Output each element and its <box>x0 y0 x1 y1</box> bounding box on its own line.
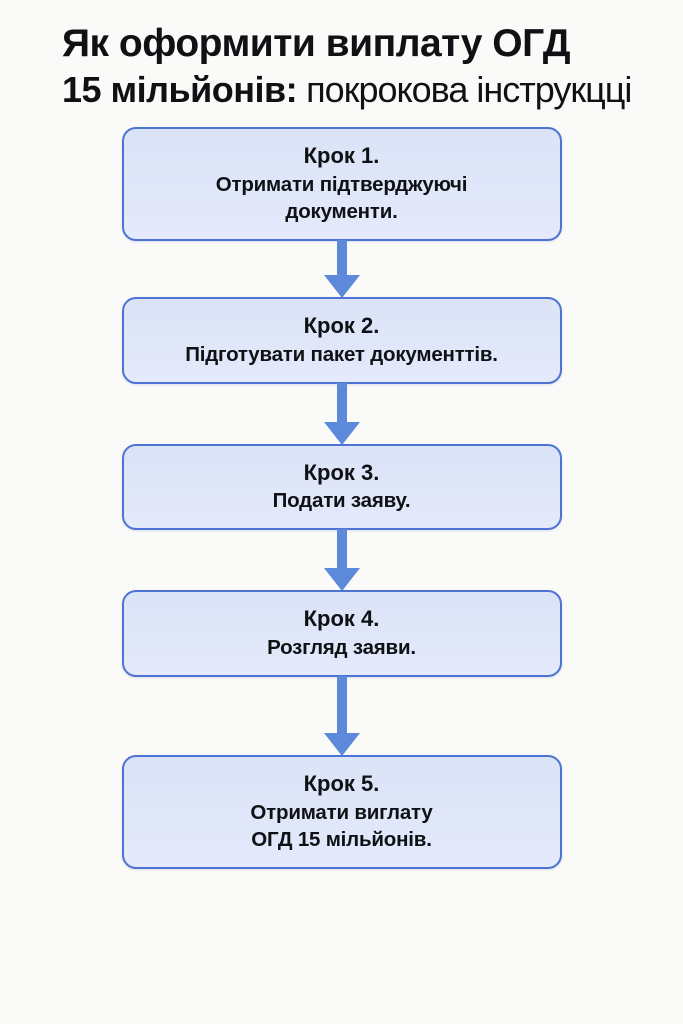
step-body: Подати заяву. <box>272 489 411 513</box>
title-line2: 15 мільйонів: покрокова інструкцці <box>62 68 653 112</box>
step-box-3: Крок 3. Подати заяву. <box>121 443 562 531</box>
down-arrow-icon <box>323 240 360 299</box>
step-heading: Крок 5. <box>303 771 380 797</box>
down-arrow-icon <box>323 529 360 592</box>
step-body: Підготувати пакет документтів. <box>185 342 498 366</box>
step-heading: Крок 2. <box>303 313 380 339</box>
page-title: Як оформити виплату ОГД 15 мільйонів: по… <box>0 0 683 111</box>
title-line2-bold: 15 мільйонів: <box>62 68 298 110</box>
down-arrow-icon <box>323 676 360 757</box>
step-body: Отримати виглату ОГД 15 мільйонів. <box>250 800 433 851</box>
step-box-4: Крок 4. Розгляд заяви. <box>121 590 562 678</box>
step-heading: Крок 3. <box>303 459 380 485</box>
flowchart: Крок 1. Отримати підтверджуючі документи… <box>0 127 683 869</box>
step-body: Розгляд заяви. <box>267 636 416 660</box>
step-heading: Крок 4. <box>303 606 380 632</box>
step-heading: Крок 1. <box>303 143 380 169</box>
step-box-5: Крок 5. Отримати виглату ОГД 15 мільйоні… <box>121 755 562 869</box>
title-line1: Як оформити виплату ОГД <box>62 22 571 65</box>
step-body: Отримати підтверджуючі документи. <box>215 173 468 224</box>
step-box-2: Крок 2. Підготувати пакет документтів. <box>121 297 562 384</box>
step-box-1: Крок 1. Отримати підтверджуючі документи… <box>121 127 562 242</box>
title-line2-regular: покрокова інструкцці <box>297 68 632 110</box>
down-arrow-icon <box>323 382 360 445</box>
